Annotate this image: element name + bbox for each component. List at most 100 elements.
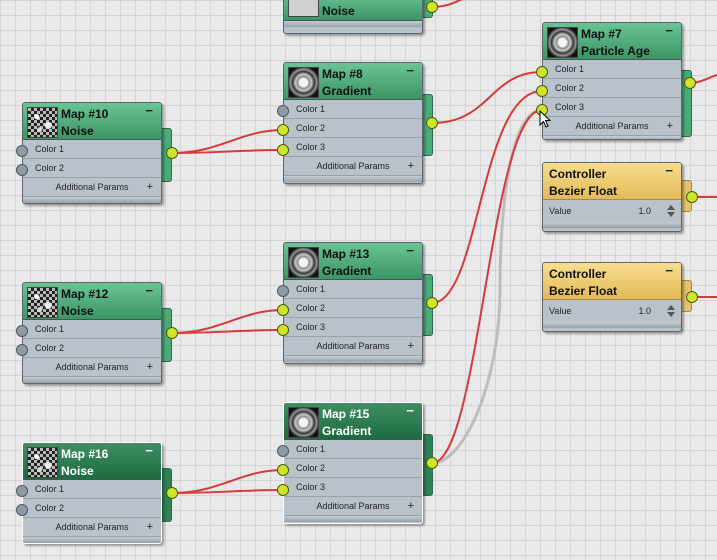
map-thumbnail: [27, 287, 58, 318]
input-socket-color1[interactable]: [277, 285, 289, 297]
input-socket-color1[interactable]: [277, 105, 289, 117]
output-socket[interactable]: [686, 191, 698, 203]
input-row-color1: Color 1: [23, 480, 161, 499]
additional-params-rollout[interactable]: Additional Params+: [284, 497, 422, 516]
input-socket-color2[interactable]: [277, 464, 289, 476]
map-thumbnail: [27, 447, 58, 478]
value-field[interactable]: 1.0: [638, 206, 651, 216]
input-socket-color2[interactable]: [16, 344, 28, 356]
output-socket[interactable]: [426, 457, 438, 469]
node-top-noise[interactable]: Noise: [283, 0, 438, 34]
input-socket-color1[interactable]: [16, 145, 28, 157]
additional-params-rollout[interactable]: Additional Params+: [23, 518, 161, 537]
collapse-button[interactable]: −: [406, 403, 414, 418]
input-socket-color1[interactable]: [16, 325, 28, 337]
node-footer: [543, 222, 681, 228]
expand-button[interactable]: +: [146, 361, 153, 373]
expand-button[interactable]: +: [666, 120, 673, 132]
expand-button[interactable]: +: [407, 500, 414, 512]
additional-params-rollout[interactable]: Additional Params +: [23, 358, 161, 377]
expand-button[interactable]: +: [407, 160, 414, 172]
map-name: Map #8: [322, 67, 363, 81]
output-tab: [681, 70, 692, 137]
output-socket[interactable]: [426, 117, 438, 129]
collapse-button[interactable]: −: [406, 63, 414, 78]
node-title: Noise: [322, 4, 355, 18]
wire-map13-to-map7-color2: [431, 90, 543, 304]
collapse-button[interactable]: −: [665, 163, 673, 178]
input-row-color1: Color 1: [23, 320, 161, 339]
input-socket-color1[interactable]: [536, 66, 548, 78]
input-socket-color2[interactable]: [536, 85, 548, 97]
input-socket-color2[interactable]: [16, 164, 28, 176]
output-socket[interactable]: [684, 77, 696, 89]
input-row-color2: Color 2: [23, 159, 161, 178]
output-socket[interactable]: [686, 291, 698, 303]
input-socket-color3[interactable]: [277, 324, 289, 336]
output-socket[interactable]: [426, 1, 438, 13]
additional-params-rollout[interactable]: Additional Params+: [543, 117, 681, 136]
collapse-button[interactable]: −: [145, 103, 153, 118]
expand-button[interactable]: +: [146, 181, 153, 193]
input-socket-color2[interactable]: [277, 304, 289, 316]
output-socket[interactable]: [426, 297, 438, 309]
output-socket[interactable]: [166, 327, 178, 339]
input-socket-color3[interactable]: [277, 484, 289, 496]
input-row-color3: Color 3: [284, 478, 422, 497]
node-footer: [284, 356, 422, 362]
value-field[interactable]: 1.0: [638, 306, 651, 316]
output-socket[interactable]: [166, 487, 178, 499]
expand-button[interactable]: +: [407, 340, 414, 352]
spinner-arrows-icon[interactable]: [667, 205, 675, 217]
node-footer: [23, 197, 161, 203]
input-socket-color1[interactable]: [277, 445, 289, 457]
collapse-button[interactable]: −: [406, 243, 414, 258]
input-row-color1: Color 1: [284, 440, 422, 459]
input-row-color2: Color 2: [284, 459, 422, 478]
node-header[interactable]: Noise: [284, 0, 422, 21]
map-name: Map #13: [322, 247, 370, 261]
input-socket-color2[interactable]: [16, 504, 28, 516]
params-label: Additional Params: [55, 362, 129, 372]
map-name: Map #10: [61, 107, 109, 121]
map-type: Gradient: [322, 424, 372, 438]
additional-params-rollout[interactable]: Additional Params+: [284, 337, 422, 356]
map-name: Map #15: [322, 407, 370, 421]
input-socket-color1[interactable]: [16, 485, 28, 497]
expand-button[interactable]: +: [146, 521, 153, 533]
input-socket-color3[interactable]: [277, 144, 289, 156]
input-row-color3: Color 3: [284, 138, 422, 157]
additional-params-rollout[interactable]: Additional Params+: [23, 178, 161, 197]
spinner-arrows-icon[interactable]: [667, 305, 675, 317]
collapse-button[interactable]: −: [145, 443, 153, 458]
input-socket-color2[interactable]: [277, 124, 289, 136]
map-type: Particle Age: [581, 44, 650, 58]
additional-params-rollout[interactable]: Additional Params+: [284, 157, 422, 176]
collapse-button[interactable]: −: [145, 283, 153, 298]
collapse-button[interactable]: −: [665, 263, 673, 278]
output-socket[interactable]: [166, 147, 178, 159]
collapse-button[interactable]: −: [665, 23, 673, 38]
input-row-color3: Color 3: [543, 98, 681, 117]
